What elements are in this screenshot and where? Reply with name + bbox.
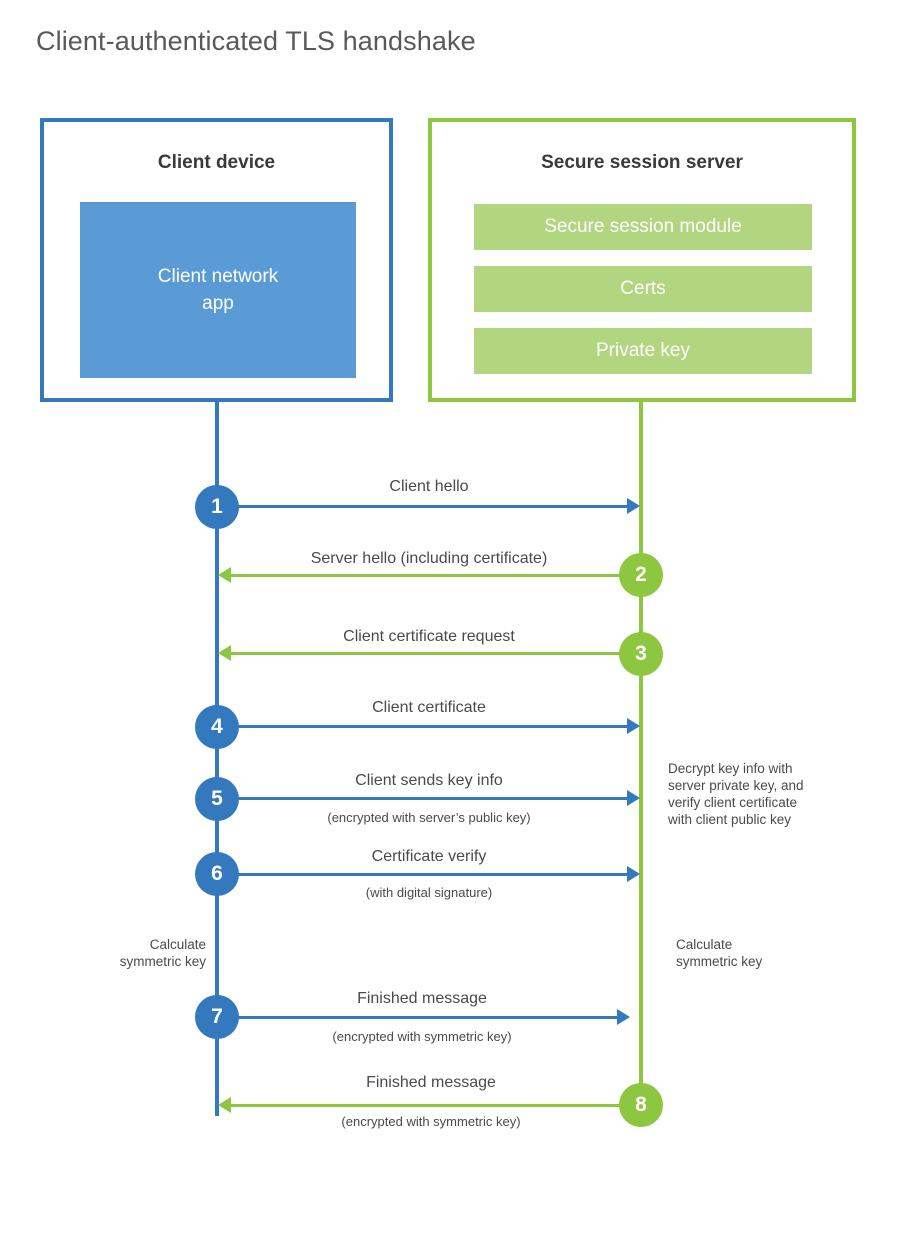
note-server-decrypt: Decrypt key info with server private key… — [668, 761, 804, 827]
step-3-arrow-head-left-icon — [218, 645, 231, 661]
client-network-app-block: Client network app — [80, 202, 356, 378]
step-8-arrow-line — [231, 1104, 631, 1107]
step-8-arrow-head-left-icon — [218, 1097, 231, 1113]
server-module-secure-session-module: Secure session module — [474, 204, 812, 250]
step-1-arrow-line — [217, 505, 627, 508]
step-7-sublabel: (encrypted with symmetric key) — [332, 1029, 512, 1044]
note-server-calculate-symmetric-key: Calculate symmetric key — [676, 937, 763, 969]
step-4-arrow-head-right-icon — [627, 718, 640, 734]
step-badge-3: 3 — [619, 632, 663, 676]
actor-title-server: Secure session server — [541, 152, 743, 173]
step-1-label: Client hello — [389, 478, 469, 495]
step-3-label: Client certificate request — [343, 628, 515, 645]
step-7-arrow-head-right-icon — [617, 1009, 630, 1025]
step-badge-1: 1 — [195, 485, 239, 529]
step-2-arrow-line — [231, 574, 641, 577]
actor-title-client: Client device — [157, 152, 276, 173]
step-7-arrow-line — [217, 1016, 617, 1019]
step-5-sublabel: (encrypted with server’s public key) — [327, 810, 531, 825]
step-6-sublabel: (with digital signature) — [365, 885, 493, 900]
actor-box-server: Secure session server Secure session mod… — [428, 118, 856, 402]
step-6-label: Certificate verify — [371, 848, 487, 865]
step-6-arrow-line — [217, 873, 627, 876]
step-2-arrow-head-left-icon — [218, 567, 231, 583]
step-badge-6: 6 — [195, 852, 239, 896]
step-6-arrow-head-right-icon — [627, 866, 640, 882]
step-4-label: Client certificate — [372, 699, 486, 716]
step-badge-7: 7 — [195, 995, 239, 1039]
server-module-private-key: Private key — [474, 328, 812, 374]
lifeline-server — [639, 398, 643, 1108]
step-5-arrow-head-right-icon — [627, 790, 640, 806]
actor-box-client: Client device Client network app — [40, 118, 393, 402]
step-7-label: Finished message — [357, 990, 487, 1007]
page-title: Client-authenticated TLS handshake — [36, 26, 476, 56]
step-5-arrow-line — [217, 797, 627, 800]
step-2-label: Server hello (including certificate) — [310, 550, 548, 567]
step-3-arrow-line — [231, 652, 641, 655]
note-client-calculate-symmetric-key: Calculate symmetric key — [119, 937, 206, 969]
lifeline-client — [215, 398, 219, 1116]
step-badge-8: 8 — [619, 1083, 663, 1127]
server-module-certs: Certs — [474, 266, 812, 312]
step-badge-5: 5 — [195, 777, 239, 821]
step-1-arrow-head-right-icon — [627, 498, 640, 514]
step-8-label: Finished message — [366, 1074, 496, 1091]
step-badge-4: 4 — [195, 705, 239, 749]
step-badge-2: 2 — [619, 553, 663, 597]
step-5-label: Client sends key info — [355, 772, 503, 789]
step-8-sublabel: (encrypted with symmetric key) — [341, 1114, 521, 1129]
step-4-arrow-line — [217, 725, 627, 728]
